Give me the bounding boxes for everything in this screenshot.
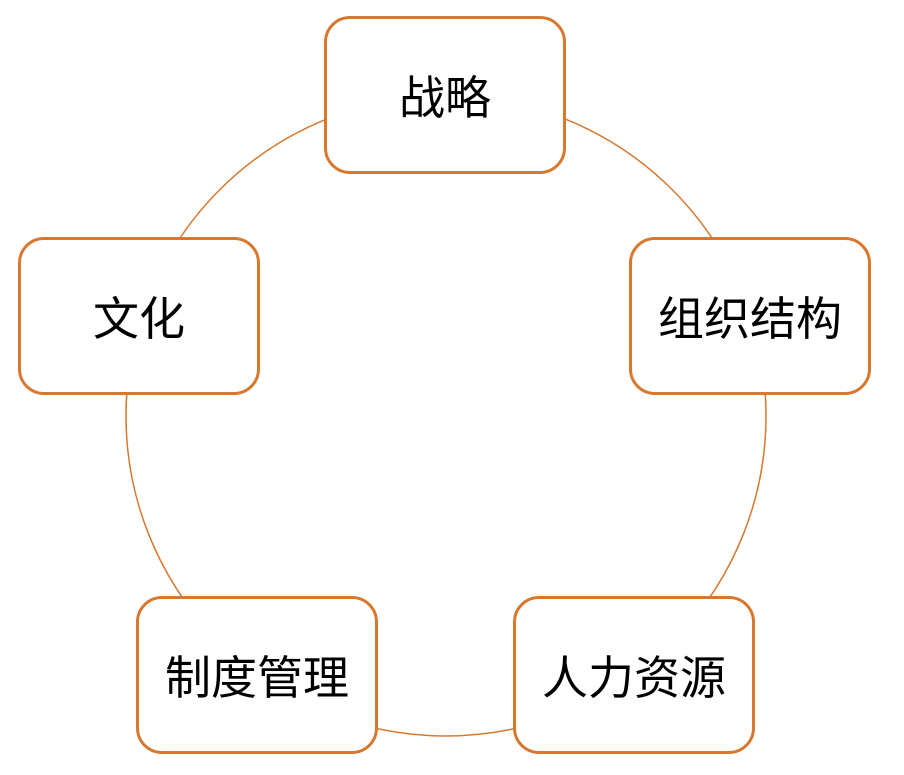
node-human-resources: 人力资源	[513, 596, 755, 754]
node-strategy-label: 战略	[399, 71, 491, 125]
node-system-management: 制度管理	[136, 596, 378, 754]
node-organization-label: 组织结构	[658, 292, 842, 346]
node-organization: 组织结构	[629, 237, 871, 395]
node-human-resources-label: 人力资源	[542, 651, 726, 705]
node-strategy: 战略	[324, 16, 566, 174]
node-culture-label: 文化	[93, 292, 185, 346]
node-culture: 文化	[18, 237, 260, 395]
node-system-management-label: 制度管理	[165, 651, 349, 705]
